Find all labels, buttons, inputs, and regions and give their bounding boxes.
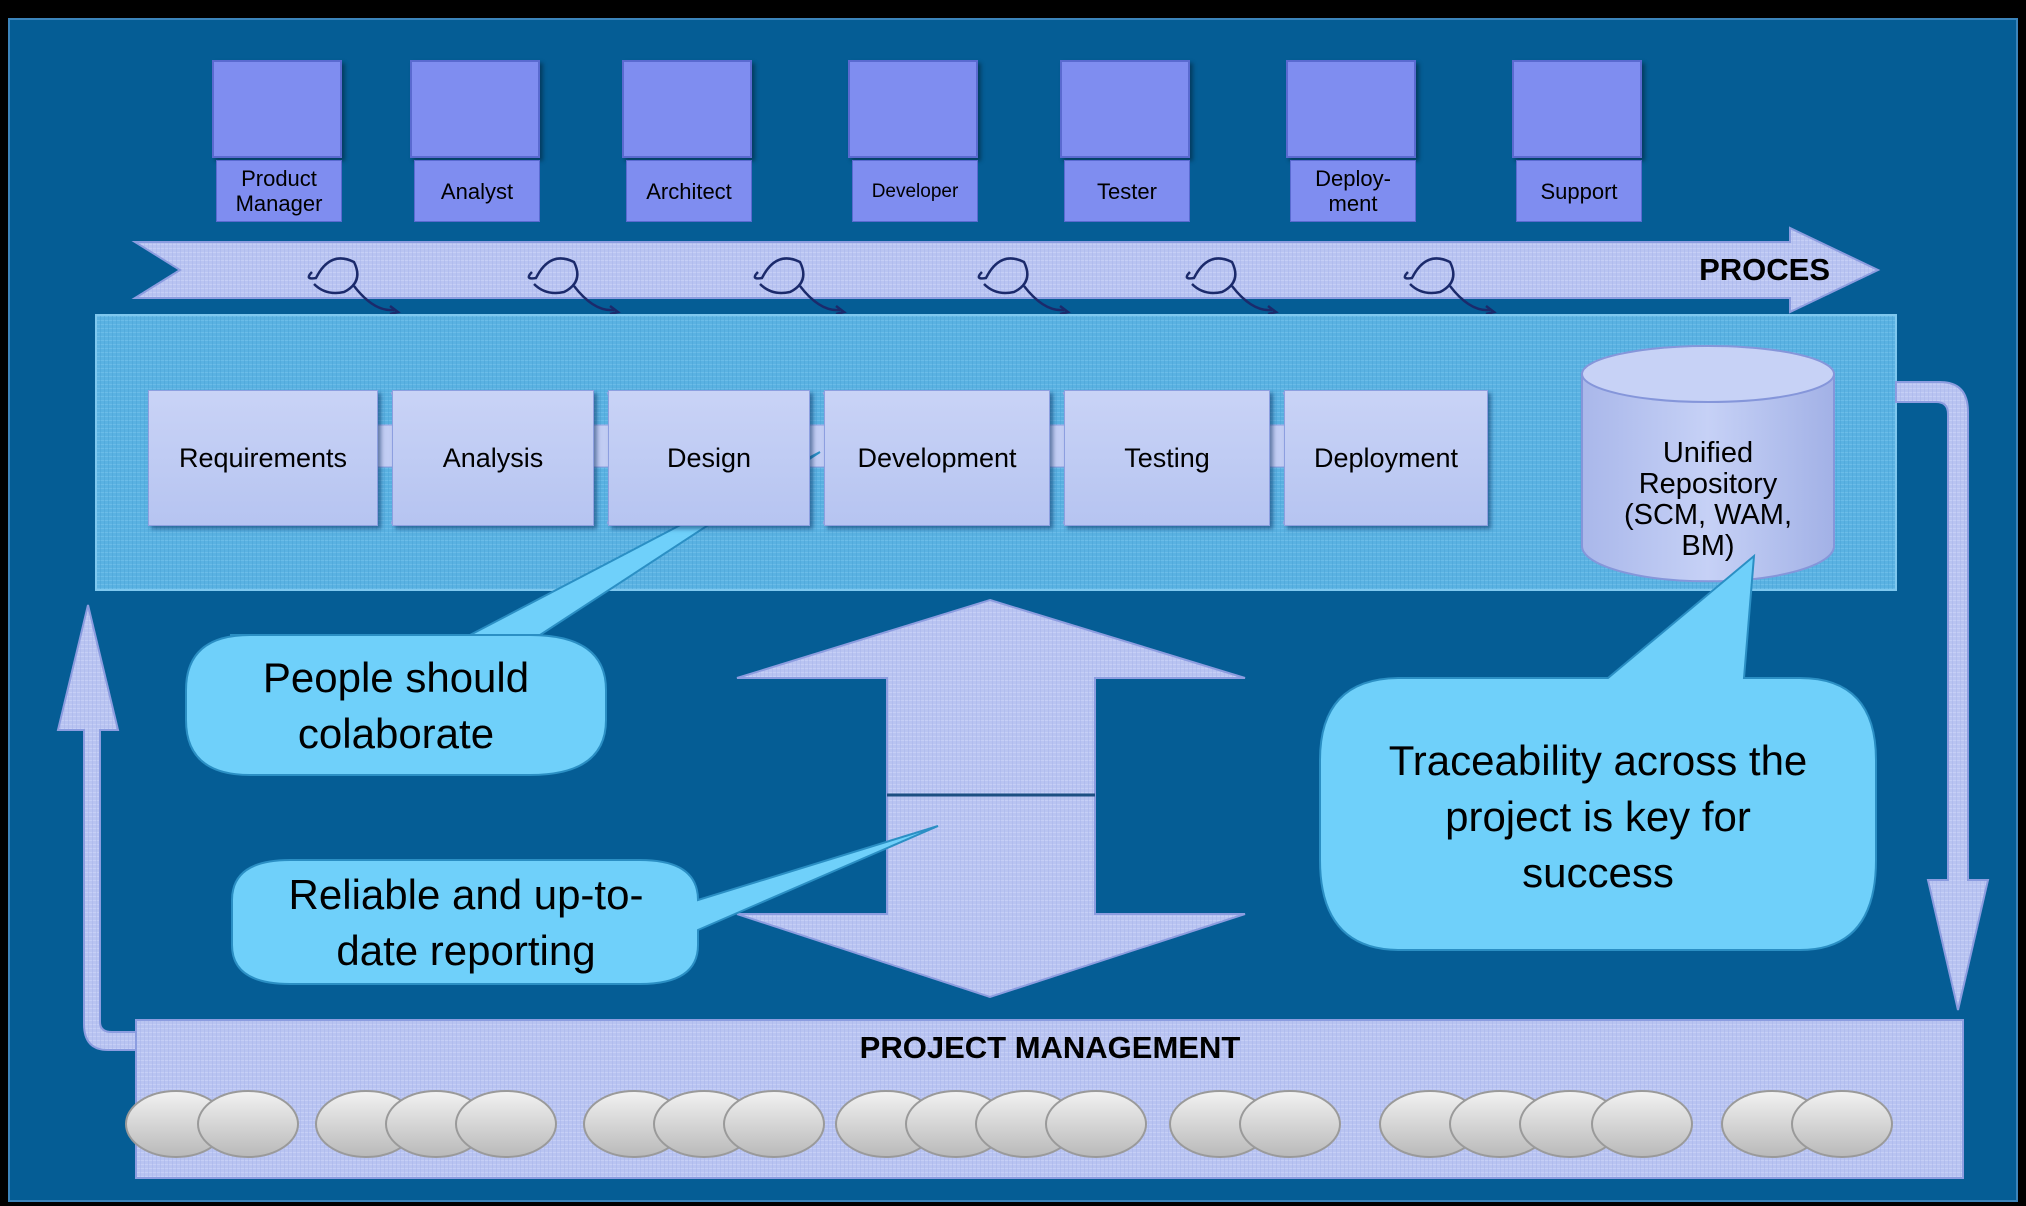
role-deployment: Deploy- ment: [1286, 60, 1416, 224]
stage-testing: Testing: [1064, 390, 1270, 526]
headset-person-icon: [1512, 60, 1642, 158]
role-developer: Developer: [848, 60, 978, 224]
callout-reporting: Reliable and up-to- date reporting: [288, 871, 644, 974]
role-label: Analyst: [414, 160, 540, 222]
worker-hardhat-icon: [1060, 60, 1190, 158]
stage-requirements: Requirements: [148, 390, 378, 526]
role-label: Developer: [852, 160, 978, 222]
stage-deployment: Deployment: [1284, 390, 1488, 526]
milestone-disks: [125, 1090, 1893, 1158]
person-at-computer-icon: [848, 60, 978, 158]
left-loop-arrow: [56, 604, 137, 1051]
callout-reporting-shape: [231, 825, 939, 985]
callout-collaborate: People should colaborate: [262, 654, 530, 757]
callout-traceability-shape: [1319, 553, 1877, 951]
callout-collaborate-shape: [185, 451, 821, 776]
person-icon: [410, 60, 540, 158]
repository-label: Unified Repository (SCM, WAM, BM): [1623, 437, 1793, 562]
stage-design: Design: [608, 390, 810, 526]
worker-hardhat-icon: [1286, 60, 1416, 158]
stage-analysis: Analysis: [392, 390, 594, 526]
role-tester: Tester: [1060, 60, 1190, 224]
role-label: Support: [1516, 160, 1642, 222]
role-label: Tester: [1064, 160, 1190, 222]
iteration-cycle-icons: [307, 257, 1497, 316]
process-arrow: [131, 226, 1881, 314]
role-architect: Architect: [622, 60, 752, 224]
person-icon: [212, 60, 342, 158]
process-label: PROCES: [1699, 252, 1830, 287]
callout-traceability: Traceability across the project is key f…: [1388, 737, 1808, 896]
person-icon: [622, 60, 752, 158]
right-loop-arrow: [1895, 381, 1990, 1011]
role-label: Architect: [626, 160, 752, 222]
repository-cylinder: [1581, 345, 1835, 583]
stage-development: Development: [824, 390, 1050, 526]
role-product-manager: Product Manager: [212, 60, 342, 224]
double-arrow: [736, 598, 1246, 999]
project-management-label: PROJECT MANAGEMENT: [859, 1030, 1241, 1065]
role-support: Support: [1512, 60, 1642, 224]
role-label: Product Manager: [216, 160, 342, 222]
role-label: Deploy- ment: [1290, 160, 1416, 222]
role-analyst: Analyst: [410, 60, 540, 224]
